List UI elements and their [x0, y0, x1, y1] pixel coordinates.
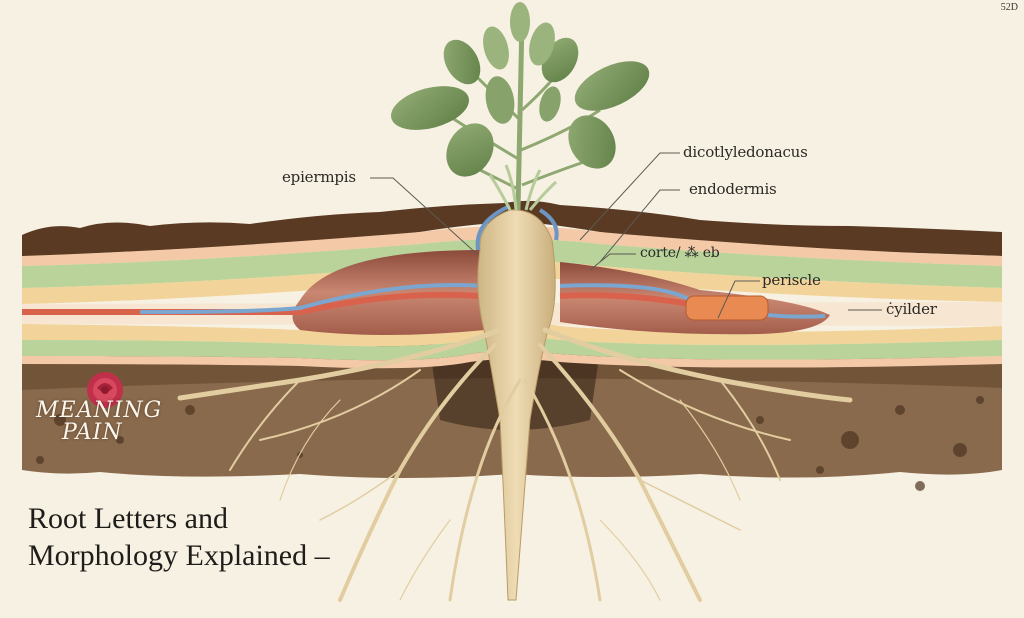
leader-lines	[370, 152, 882, 319]
watermark-line1: MEANING	[36, 398, 163, 423]
watermark-logo: MEANING PAIN	[36, 400, 162, 444]
label-cortex: corte/ ⁂ eb	[640, 245, 720, 261]
lateral-roots	[177, 327, 853, 602]
label-pericycle: periscle	[762, 271, 821, 289]
taproot	[477, 209, 556, 601]
plant-shoot	[391, 2, 650, 211]
pericycle-cell	[685, 295, 769, 321]
title-line2: Morphology Explained –	[28, 539, 330, 572]
label-epidermis: epiermpis	[282, 168, 356, 186]
page-number: 52D	[1000, 2, 1018, 13]
label-endodermis: endodermis	[689, 180, 777, 198]
watermark-line2: PAIN	[62, 420, 123, 445]
label-dicotyledonous: dicotlyledonacus	[683, 143, 808, 161]
rose-icon	[87, 372, 123, 408]
label-cylinder: ċyilder	[886, 300, 937, 318]
page-title: Root Letters and Morphology Explained –	[28, 500, 330, 574]
cortex-chamber-left	[292, 250, 485, 335]
title-line1: Root Letters and	[28, 502, 228, 535]
